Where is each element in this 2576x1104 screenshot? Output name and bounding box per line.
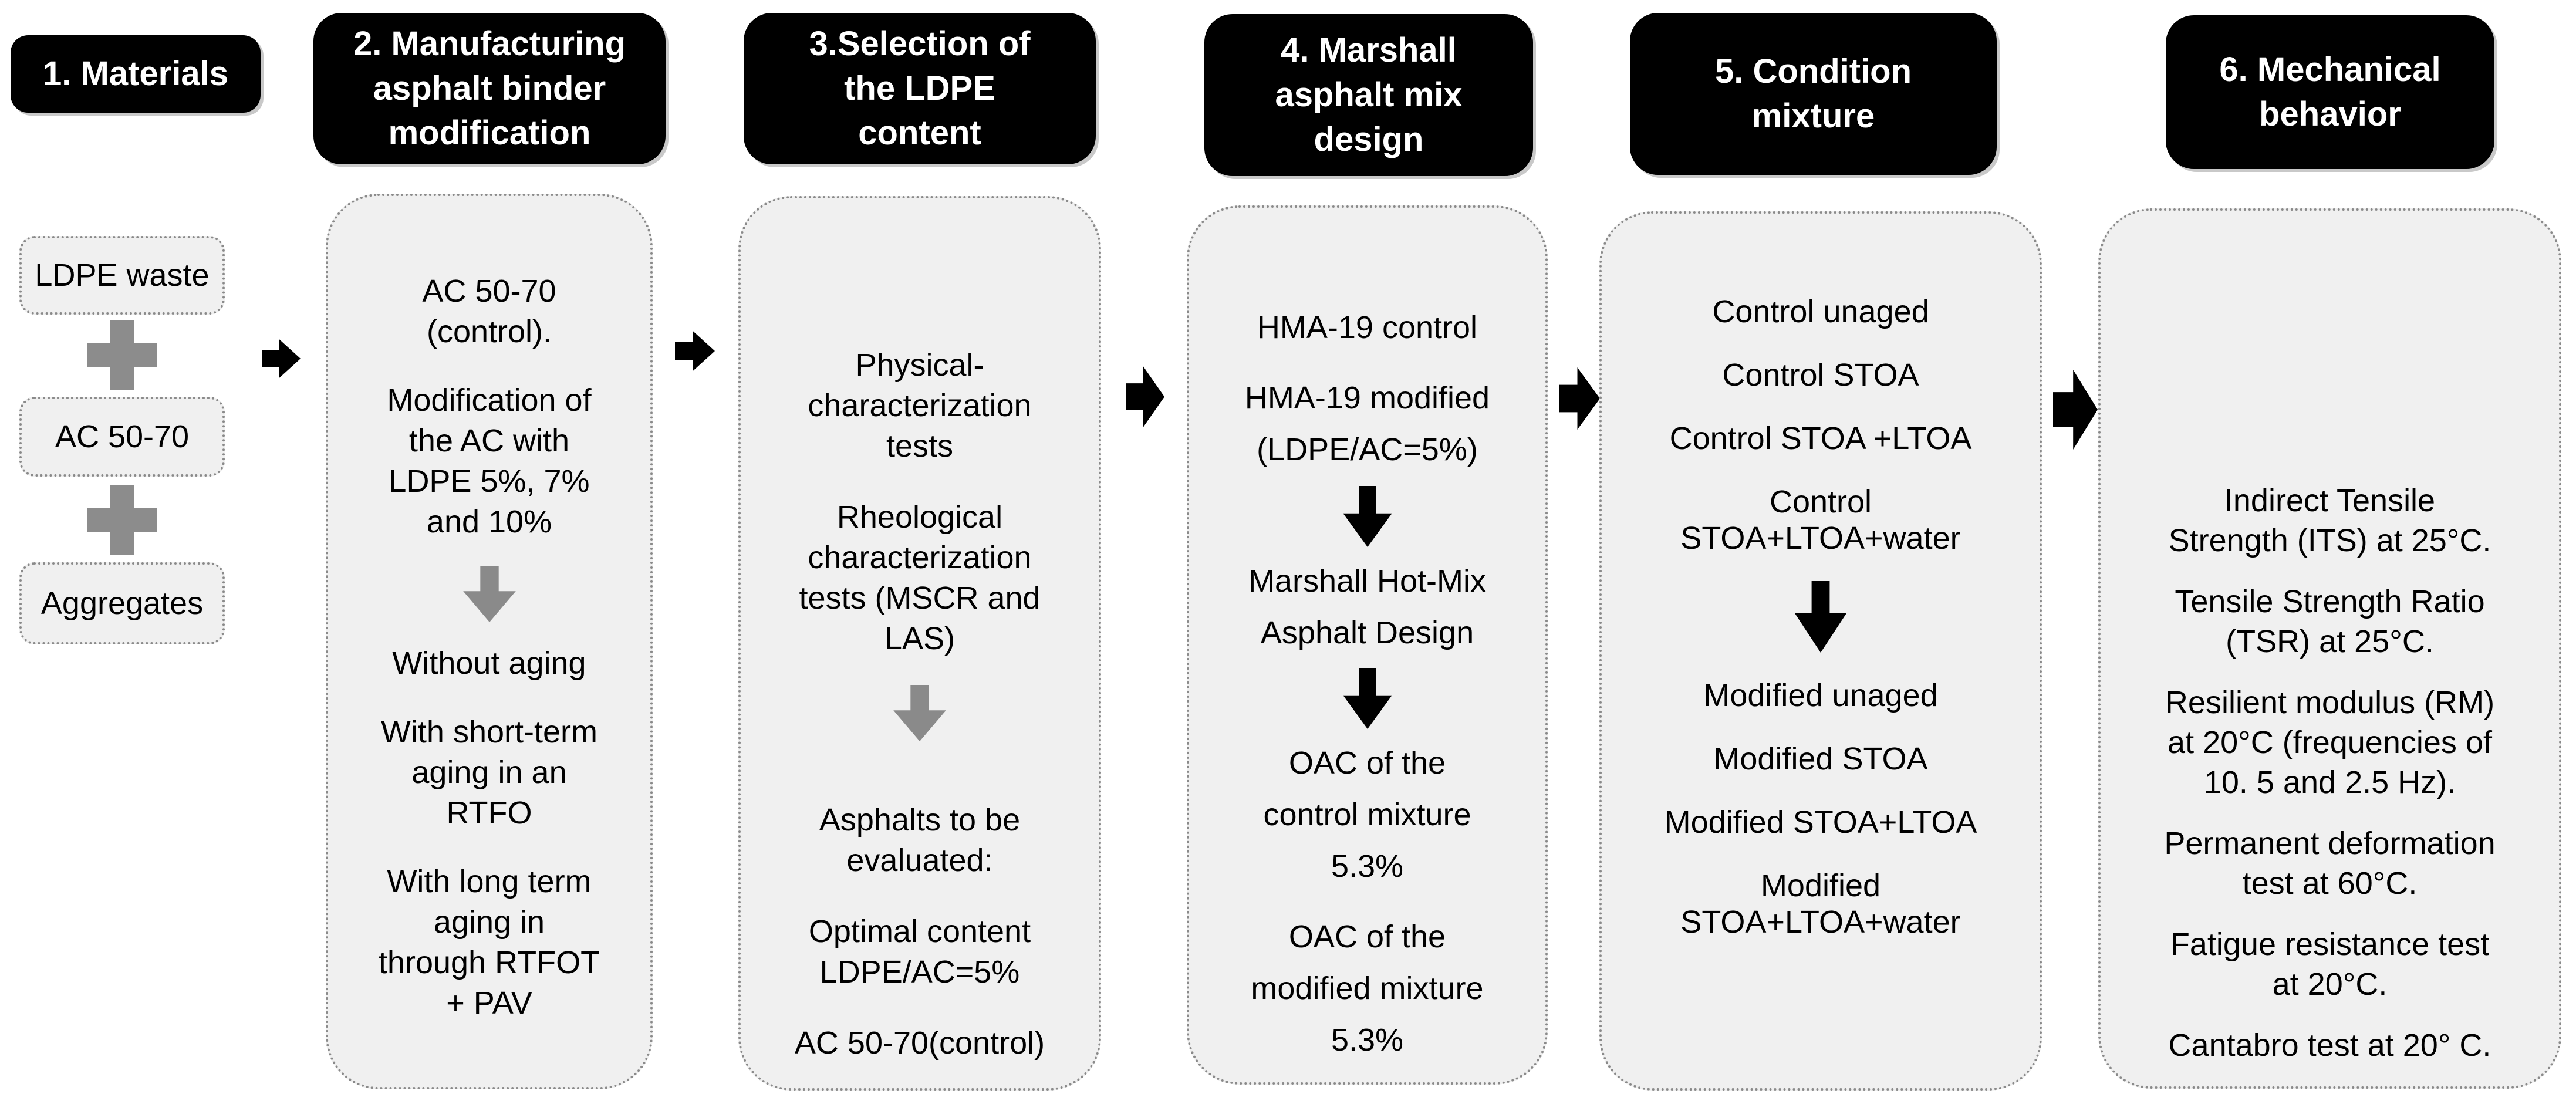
plus-icon [87,485,157,555]
step-6-header: 6. Mechanical behavior [2166,15,2494,169]
step-4-header-label: 4. Marshall asphalt mix design [1275,31,1463,158]
step-3-header-label: 3.Selection of the LDPE content [809,25,1031,152]
paragraph: Indirect Tensile Strength (ITS) at 25°C. [2168,483,2491,558]
plus-icon [87,320,157,390]
step-2-box: AC 50-70 (control). Modification of the … [326,194,653,1089]
step-6-box: Indirect Tensile Strength (ITS) at 25°C.… [2098,208,2561,1089]
paragraph: Cantabro test at 20° C. [2168,1028,2491,1063]
paragraph: Resilient modulus (RM) at 20°C (frequenc… [2165,685,2495,800]
material-item-label: AC 50-70 [55,419,190,454]
step-6-header-label: 6. Mechanical behavior [2219,50,2441,133]
flow-arrow-5-icon [2053,370,2098,450]
paragraph: Control STOA+LTOA+water [1680,484,1961,556]
paragraph: Modified STOA [1713,741,1928,776]
material-item-ldpe-waste: LDPE waste [19,236,225,315]
down-arrow-black-icon [1788,581,1853,653]
down-arrow-gray-icon [457,566,522,622]
paragraph: Physical- characterization tests [808,347,1032,464]
step-2-header: 2. Manufacturing asphalt binder modifica… [313,13,666,164]
paragraph: AC 50-70 (control). [422,274,556,349]
step-5-header: 5. Condition mixture [1630,13,1997,175]
step-5-header-label: 5. Condition mixture [1714,52,1912,135]
step-4-box: HMA-19 control HMA-19 modified (LDPE/AC=… [1187,205,1548,1085]
step-5-box: Control unaged Control STOA Control STOA… [1599,211,2042,1091]
paragraph: OAC of the modified mixture 5.3% [1251,919,1484,1058]
paragraph: Control STOA +LTOA [1669,421,1972,456]
step-3-header: 3.Selection of the LDPE content [744,13,1096,164]
paragraph: Modified STOA+LTOA [1664,805,1977,840]
paragraph: Control unaged [1712,294,1929,329]
paragraph: Asphalts to be evaluated: [819,802,1021,878]
down-arrow-black-icon [1337,486,1398,547]
step-1-header-label: 1. Materials [43,55,228,93]
paragraph: Modified STOA+LTOA+water [1680,868,1961,940]
flow-arrow-2-icon [675,323,715,379]
paragraph: HMA-19 control [1257,310,1478,345]
down-arrow-black-icon [1337,668,1398,729]
paragraph: Control STOA [1722,357,1919,393]
paragraph: HMA-19 modified (LDPE/AC=5%) [1244,380,1490,467]
paragraph: Without aging [392,646,586,681]
down-arrow-gray-icon [887,685,953,741]
paragraph: Permanent deformation test at 60°C. [2164,826,2496,901]
paragraph: With short-term aging in an RTFO [380,714,598,830]
paragraph: Tensile Strength Ratio (TSR) at 25°C. [2175,584,2485,659]
paragraph: Modified unaged [1703,678,1938,713]
paragraph: AC 50-70(control) [794,1025,1045,1061]
material-item-label: LDPE waste [35,258,210,293]
paragraph: With long term aging in through RTFOT + … [378,864,600,1021]
paragraph: Optimal content LDPE/AC=5% [808,914,1031,990]
step-1-header: 1. Materials [11,35,261,113]
paragraph: Modification of the AC with LDPE 5%, 7% … [387,383,592,539]
paragraph: Rheological characterization tests (MSCR… [799,499,1041,656]
paragraph: Marshall Hot-Mix Asphalt Design [1248,563,1487,650]
flow-arrow-4-icon [1559,367,1600,430]
flow-arrow-3-icon [1126,366,1164,427]
material-item-label: Aggregates [40,586,204,621]
paragraph: Fatigue resistance test at 20°C. [2170,927,2490,1002]
step-4-header: 4. Marshall asphalt mix design [1204,14,1533,176]
material-item-aggregates: Aggregates [19,562,225,644]
flow-arrow-1-icon [262,331,301,386]
material-item-ac-50-70: AC 50-70 [19,397,225,477]
step-2-header-label: 2. Manufacturing asphalt binder modifica… [353,25,626,152]
paragraph: OAC of the control mixture 5.3% [1263,745,1471,884]
step-3-box: Physical- characterization tests Rheolog… [738,196,1101,1091]
